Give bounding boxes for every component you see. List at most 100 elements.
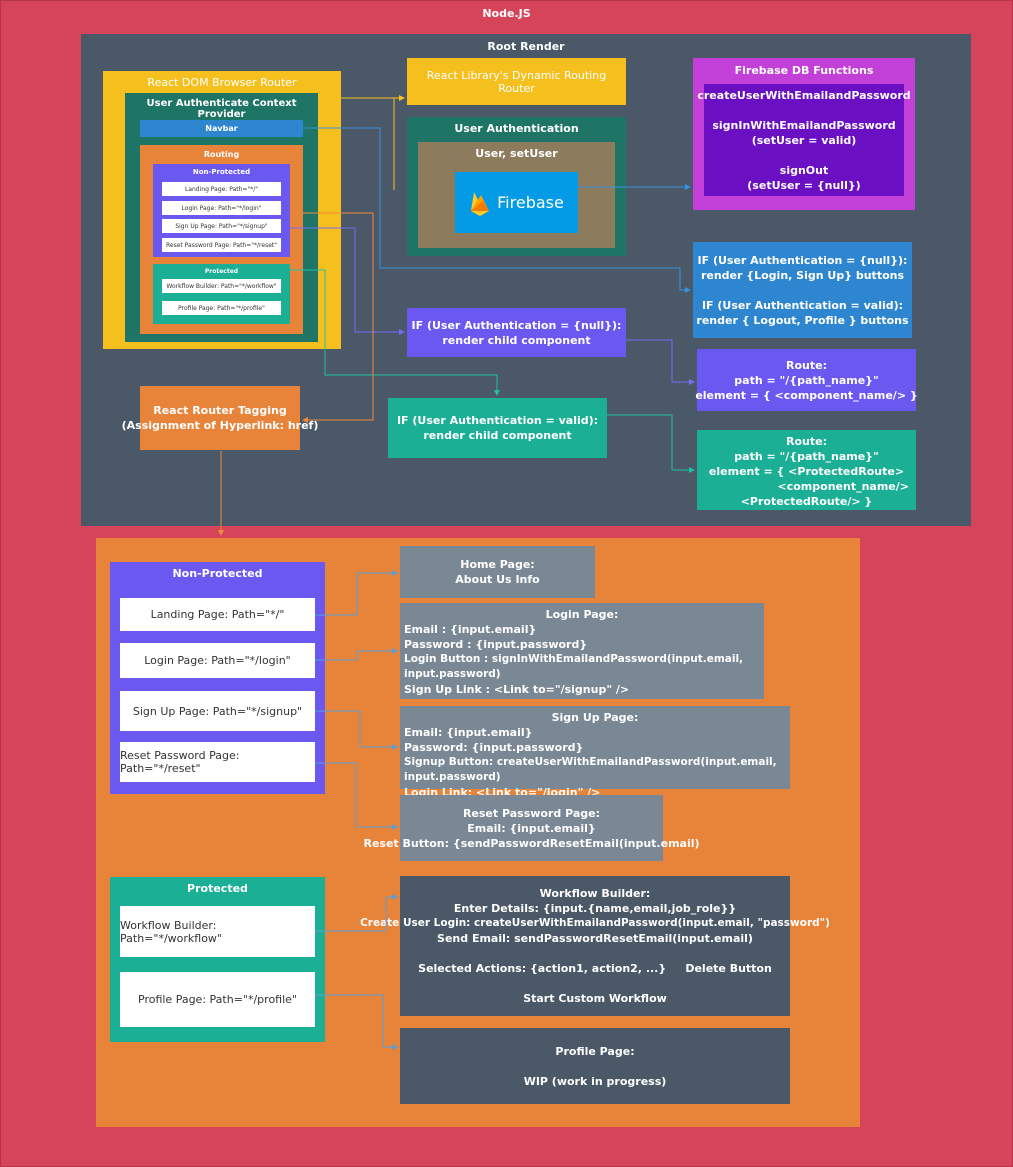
route-protected-line-1: Route:	[786, 435, 827, 448]
signup-title: Sign Up Page:	[551, 711, 639, 724]
connector-protected-ifvalid	[290, 269, 500, 396]
signup-line-2: Password: {input.password}	[404, 741, 584, 754]
reset-page-box: Reset Password Page: Email: {input.email…	[363, 795, 700, 861]
signup-page-item: Sign Up Page: Path="*/signup"	[120, 691, 315, 731]
reset-line-1: Reset Password Page:	[462, 806, 601, 820]
connector-nonprotected-ifnull	[290, 227, 405, 335]
rr-landing-item: Landing Page: Path="*/"	[162, 182, 281, 196]
login-page-box: Login Page: Email : {input.email} Passwo…	[400, 603, 764, 699]
firebase-logo-text: Firebase	[497, 193, 564, 212]
rr-workflow-item: Workflow Builder: Path="*/workflow"	[162, 279, 281, 293]
dynamic-router-label: React Library's Dynamic Routing Router	[426, 68, 607, 95]
if-valid-box: IF (User Authentication = valid): render…	[388, 398, 607, 458]
if-navbar-box: IF (User Authentication = {null}): rende…	[693, 242, 912, 338]
navbar-label: Navbar	[205, 124, 238, 133]
fn-sign-out-note: (setUser = {null})	[747, 178, 861, 192]
routing-title: Routing	[203, 150, 240, 159]
login-line-3: Login Button : signInWithEmailandPasswor…	[404, 653, 744, 680]
connector-signup-signuppage	[315, 710, 398, 750]
if-navbar-line-2: render {Login, Sign Up} buttons	[700, 268, 905, 282]
if-null-line-1: IF (User Authentication = {null}):	[411, 318, 622, 332]
if-navbar-line-1: IF (User Authentication = {null}):	[697, 253, 908, 267]
login-line-1: Email : {input.email}	[404, 623, 537, 636]
connector-routing-tagging	[302, 212, 374, 423]
connector-ifvalid-route	[607, 414, 695, 473]
rr-signup-item: Sign Up Page: Path="*/signup"	[162, 219, 281, 233]
user-auth-title: User Authentication	[454, 122, 579, 135]
if-null-box: IF (User Authentication = {null}): rende…	[407, 308, 626, 357]
firebase-db-title: Firebase DB Functions	[734, 64, 874, 77]
reset-page-item: Reset Password Page: Path="*/reset"	[120, 742, 315, 782]
home-line-2: About Us Info	[455, 573, 540, 586]
signup-line-3: Signup Button: createUserWithEmailandPas…	[404, 756, 777, 783]
route-protected-line-2: path = "/{path_name}"	[734, 450, 879, 463]
connector-reset-resetpage	[315, 762, 398, 830]
workflow-line-4: Send Email: sendPasswordResetEmail(input…	[437, 932, 753, 945]
route-public-line-3: element = { <component_name/> }	[695, 388, 918, 402]
if-null-line-2: render child component	[442, 333, 591, 347]
connector-workflow-workflowpage	[315, 894, 398, 932]
root-render-title: Root Render	[487, 40, 565, 53]
route-public-line-1: Route:	[786, 358, 827, 372]
workflow-line-6: Selected Actions: {action1, action2, ...…	[418, 962, 772, 975]
reset-line-3: Reset Button: {sendPasswordResetEmail(in…	[363, 836, 700, 850]
login-page-item: Login Page: Path="*/login"	[120, 643, 315, 678]
browser-router-title: React DOM Browser Router	[147, 76, 297, 89]
workflow-page-box: Workflow Builder: Enter Details: {input.…	[360, 876, 830, 1016]
rr-login-item: Login Page: Path="*/login"	[162, 201, 281, 215]
user-state-label: User, setUser	[475, 147, 558, 160]
workflow-page-item: Workflow Builder: Path="*/workflow"	[120, 906, 315, 957]
connector-ifnull-route	[626, 339, 695, 385]
tagging-line-2: (Assignment of Hyperlink: href)	[121, 419, 319, 432]
rr-profile-item: Profile Page: Path="*/profile"	[162, 301, 281, 315]
fn-sign-in-note: (setUser = valid)	[751, 133, 857, 147]
tagging-line-1: React Router Tagging	[153, 404, 287, 417]
context-provider-title: User Authenticate Context Provider	[146, 98, 297, 120]
route-protected-box: Route: path = "/{path_name}" element = {…	[697, 430, 916, 510]
fn-sign-out: signOut	[779, 163, 829, 177]
connector-navbar-if	[303, 127, 691, 293]
non-protected-title: Non-Protected	[172, 567, 263, 580]
workflow-line-2: Enter Details: {input.{name,email,job_ro…	[453, 902, 737, 915]
workflow-line-1: Workflow Builder:	[539, 887, 651, 900]
dynamic-router-box: React Library's Dynamic Routing Router	[407, 58, 626, 105]
login-title: Login Page:	[545, 608, 619, 621]
connector-login-loginpage	[315, 648, 398, 661]
signup-line-1: Email: {input.email}	[404, 726, 533, 739]
workflow-line-8: Start Custom Workflow	[523, 992, 667, 1005]
fn-sign-in: signInWithEmailandPassword	[712, 118, 896, 132]
signup-page-box: Sign Up Page: Email: {input.email} Passw…	[400, 706, 790, 799]
route-public-box: Route: path = "/{path_name}" element = {…	[695, 349, 918, 411]
if-valid-line-2: render child component	[423, 429, 572, 442]
profile-line-3: WIP (work in progress)	[523, 1074, 667, 1088]
route-protected-line-5: <ProtectedRoute/> }	[740, 495, 873, 508]
if-valid-line-1: IF (User Authentication = valid):	[396, 414, 599, 427]
protected-title: Protected	[187, 882, 248, 895]
rr-protected-title: Protected	[204, 268, 239, 275]
firebase-db-functions: createUserWithEmailandPassword signInWit…	[697, 84, 911, 196]
profile-page-item: Profile Page: Path="*/profile"	[120, 972, 315, 1027]
route-public-line-2: path = "/{path_name}"	[734, 373, 879, 387]
home-line-1: Home Page:	[460, 558, 535, 571]
nodejs-title: Node.JS	[482, 7, 531, 20]
home-page-box: Home Page: About Us Info	[400, 546, 595, 598]
if-navbar-line-4: IF (User Authentication = valid):	[701, 298, 904, 312]
if-navbar-line-5: render { Logout, Profile } buttons	[696, 313, 909, 327]
profile-line-1: Profile Page:	[555, 1044, 635, 1058]
firebase-logo-box: Firebase	[455, 172, 578, 233]
reset-line-2: Email: {input.email}	[467, 821, 596, 835]
landing-page-item: Landing Page: Path="*/"	[120, 598, 315, 631]
login-line-2: Password : {input.password}	[404, 638, 588, 651]
rr-non-protected-title: Non-Protected	[192, 168, 251, 176]
connector-profile-profilepage	[315, 994, 398, 1050]
rr-reset-item: Reset Password Page: Path="*/reset"	[162, 238, 281, 252]
router-tagging-box: React Router Tagging (Assignment of Hype…	[122, 386, 318, 450]
route-protected-line-4: <component_name/>	[777, 480, 909, 493]
profile-page-box: Profile Page: WIP (work in progress)	[400, 1028, 790, 1104]
login-line-4: Sign Up Link : <Link to="/signup" />	[404, 683, 630, 696]
fn-create-user: createUserWithEmailandPassword	[697, 88, 911, 102]
route-protected-line-3: element = { <ProtectedRoute>	[708, 465, 905, 478]
firebase-flame-icon	[471, 191, 490, 216]
workflow-line-3: Create User Login: createUserWithEmailan…	[360, 917, 830, 929]
